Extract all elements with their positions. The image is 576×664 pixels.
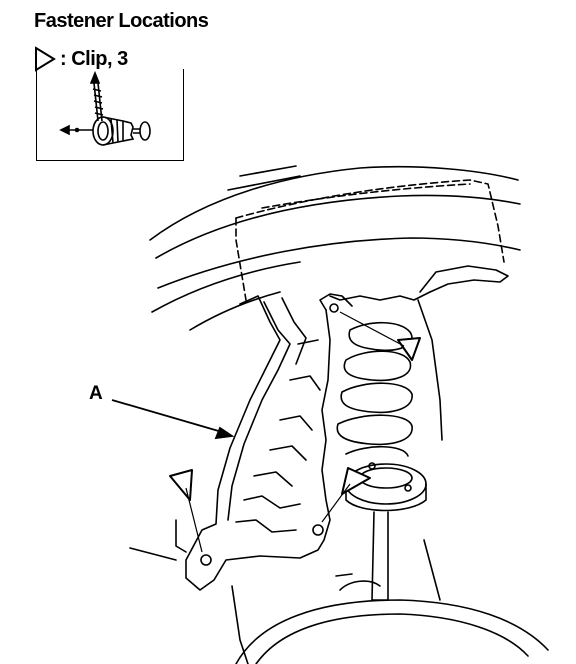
clip-marker-upper xyxy=(397,337,421,361)
clip-marker-center xyxy=(341,467,371,495)
legend: : Clip, 3 xyxy=(34,46,128,72)
legend-label: : Clip, 3 xyxy=(60,47,128,70)
callout-label-a: A xyxy=(89,383,103,404)
clip-triangle-icon xyxy=(35,46,56,72)
clip-detail-drawing xyxy=(59,70,151,146)
diagram-title: Fastener Locations xyxy=(34,10,209,32)
clip-detail-inset xyxy=(36,69,184,161)
clip-marker-left xyxy=(169,469,193,501)
